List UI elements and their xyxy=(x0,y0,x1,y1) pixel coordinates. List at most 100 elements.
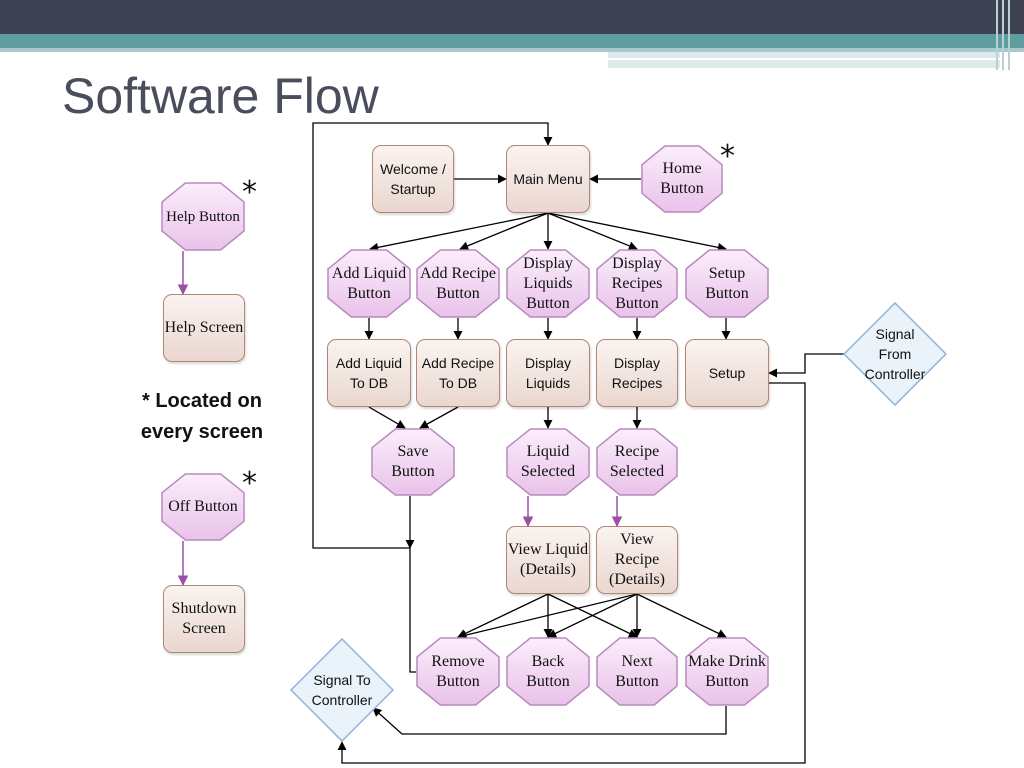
arrow-remove-to-loop xyxy=(409,548,416,673)
arrow-viewliquid-to-remove xyxy=(457,593,549,638)
remove-button-label: Remove Button xyxy=(431,652,485,690)
header-decor-edge xyxy=(1002,0,1004,70)
arrow-viewrecipe-to-remove xyxy=(457,593,638,640)
octagon-shape xyxy=(596,428,678,496)
save-button-node: Save Button xyxy=(371,428,455,496)
footnote-line: * Located on xyxy=(141,390,262,412)
shutdown-screen-label: Shutdown Screen xyxy=(171,600,237,637)
display-recipes-label: Display Recipes xyxy=(611,355,663,391)
next-button-node: Next Button xyxy=(596,637,678,706)
header-accent-band xyxy=(0,34,1024,48)
add-liquid-db-box: Add Liquid To DB xyxy=(327,339,411,407)
back-button-label: Back Button xyxy=(526,652,570,690)
arrow-liquiddb-to-save xyxy=(368,406,406,429)
octagon-shape xyxy=(506,637,590,706)
diamond-shape xyxy=(290,638,394,742)
octagon-shape xyxy=(371,428,455,496)
save-button-label: Save Button xyxy=(391,443,435,480)
home-button-label: Home Button xyxy=(660,160,704,197)
header-accent-line xyxy=(0,48,1024,52)
signal-to-controller-label: Signal To Controller xyxy=(311,672,373,708)
star-marker: * xyxy=(242,466,257,501)
help-screen-label: Help Screen xyxy=(164,319,244,336)
display-liquids-label: Display Liquids xyxy=(525,355,571,391)
arrow-menu-to-addrecipe xyxy=(459,212,549,251)
display-liquids-button-node: Display Liquids Button xyxy=(506,249,590,318)
next-button-label: Next Button xyxy=(615,652,659,690)
octagon-shape xyxy=(641,145,723,213)
arrow-loop-to-mainmenu xyxy=(312,122,553,549)
signal-from-controller-node: Signal From Controller xyxy=(843,302,947,406)
shutdown-screen-box: Shutdown Screen xyxy=(163,585,245,653)
octagon-shape xyxy=(161,473,245,541)
octagon-shape xyxy=(685,637,769,706)
help-button-node: Help Button xyxy=(161,182,245,251)
make-drink-button-node: Make Drink Button xyxy=(685,637,769,706)
arrow-menu-to-addliquid xyxy=(369,212,549,252)
make-drink-button-label: Make Drink Button xyxy=(688,652,766,690)
liquid-selected-node: Liquid Selected xyxy=(506,428,590,496)
arrow-signal-to-setup xyxy=(768,353,845,378)
octagon-shape xyxy=(596,249,678,318)
arrow-viewrecipe-to-makedrink xyxy=(636,593,727,638)
star-marker: * xyxy=(720,139,735,174)
arrow-menu-to-setup xyxy=(547,212,727,252)
display-liquids-button-label: Display Liquids Button xyxy=(523,254,573,312)
octagon-shape xyxy=(161,182,245,251)
add-recipe-db-label: Add Recipe To DB xyxy=(421,355,495,391)
arrow-recipedb-to-save xyxy=(419,406,459,429)
view-liquid-label: View Liquid (Details) xyxy=(507,541,589,578)
display-liquids-box: Display Liquids xyxy=(506,339,590,407)
view-recipe-label: View Recipe (Details) xyxy=(609,531,665,588)
setup-button-label: Setup Button xyxy=(705,264,749,302)
main-menu-box: Main Menu xyxy=(506,145,590,213)
arrow-menu-to-displayrecipes xyxy=(547,212,638,251)
octagon-shape xyxy=(685,249,769,318)
liquid-selected-label: Liquid Selected xyxy=(520,443,576,480)
recipe-selected-label: Recipe Selected xyxy=(609,443,665,480)
help-button-label: Help Button xyxy=(166,208,240,225)
setup-box: Setup xyxy=(685,339,769,407)
footnote: * Located on every screen xyxy=(120,386,284,448)
header-decor-line xyxy=(608,58,1000,60)
add-recipe-button-node: Add Recipe Button xyxy=(416,249,500,318)
octagon-shape xyxy=(416,249,500,318)
octagon-shape xyxy=(506,428,590,496)
header-decor-band xyxy=(608,52,1000,68)
welcome-startup-label: Welcome / Startup xyxy=(380,161,446,197)
octagon-shape xyxy=(416,637,500,706)
arrow-makedrink-to-signal xyxy=(372,706,727,735)
header-decor-edge xyxy=(996,0,998,70)
add-liquid-button-node: Add Liquid Button xyxy=(327,249,411,318)
off-button-label: Off Button xyxy=(168,498,238,515)
display-recipes-button-node: Display Recipes Button xyxy=(596,249,678,318)
main-menu-label: Main Menu xyxy=(513,171,583,187)
recipe-selected-node: Recipe Selected xyxy=(596,428,678,496)
header-decor-edge xyxy=(1008,0,1010,70)
add-liquid-button-label: Add Liquid Button xyxy=(331,264,407,302)
octagon-shape xyxy=(506,249,590,318)
welcome-startup-box: Welcome / Startup xyxy=(372,145,454,213)
setup-label: Setup xyxy=(708,365,746,381)
signal-from-controller-label: Signal From Controller xyxy=(864,326,926,382)
back-button-node: Back Button xyxy=(506,637,590,706)
star-marker: * xyxy=(242,175,257,210)
add-liquid-db-label: Add Liquid To DB xyxy=(335,355,403,391)
octagon-shape xyxy=(596,637,678,706)
view-recipe-box: View Recipe (Details) xyxy=(596,526,678,594)
remove-button-node: Remove Button xyxy=(416,637,500,706)
arrow-viewrecipe-to-back xyxy=(547,593,638,638)
arrow-setup-to-signal-to-controller xyxy=(337,382,806,764)
display-recipes-button-label: Display Recipes Button xyxy=(611,254,663,312)
footnote-line: every screen xyxy=(140,421,264,443)
signal-to-controller-node: Signal To Controller xyxy=(290,638,394,742)
home-button-node: Home Button xyxy=(641,145,723,213)
slide-title: Software Flow xyxy=(62,68,379,124)
add-recipe-db-box: Add Recipe To DB xyxy=(416,339,500,407)
diamond-shape xyxy=(843,302,947,406)
view-liquid-box: View Liquid (Details) xyxy=(506,526,590,594)
header-bar xyxy=(0,0,1024,34)
add-recipe-button-label: Add Recipe Button xyxy=(420,264,496,302)
help-screen-box: Help Screen xyxy=(163,294,245,362)
